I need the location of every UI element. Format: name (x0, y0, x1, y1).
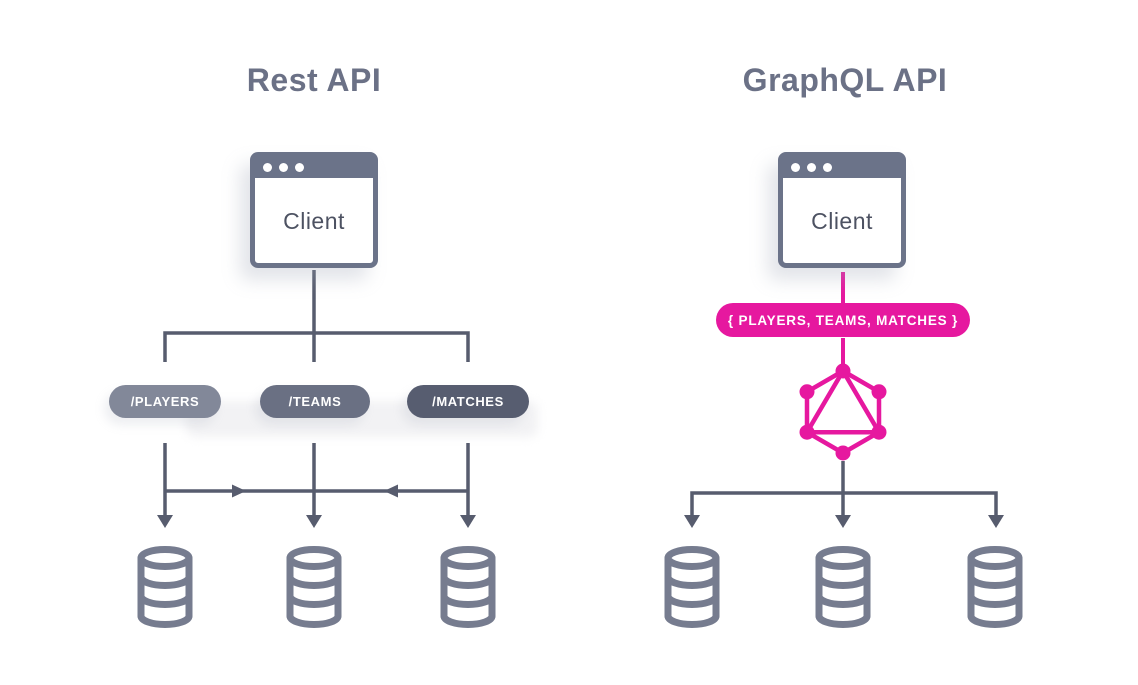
database-cylinder-icon (290, 550, 338, 625)
graphql-logo-icon (799, 363, 887, 461)
database-row (141, 550, 1019, 625)
database-cylinder-icon (819, 550, 867, 625)
graphql-connector-lines (690, 461, 998, 515)
window-dot-icon (807, 162, 816, 172)
endpoint-pill-players: /PLAYERS (109, 385, 221, 418)
window-titlebar (782, 156, 902, 178)
window-dot-icon (791, 162, 800, 172)
rest-arrowheads (157, 484, 476, 528)
database-cylinder-icon (668, 550, 716, 625)
rest-client-label: Client (283, 207, 345, 234)
graphql-query-pill: { PLAYERS, TEAMS, MATCHES } (716, 303, 970, 337)
window-titlebar (254, 156, 374, 178)
window-dot-icon (823, 162, 832, 172)
database-cylinder-icon (444, 550, 492, 625)
graphql-client-window: Client (778, 152, 906, 268)
rest-client-window: Client (250, 152, 378, 268)
database-cylinder-icon (971, 550, 1019, 625)
rest-api-title: Rest API (246, 62, 382, 98)
window-dot-icon (263, 162, 272, 172)
endpoint-pill-matches: /MATCHES (407, 385, 529, 418)
window-dot-icon (279, 162, 288, 172)
endpoint-pill-teams: /TEAMS (260, 385, 370, 418)
database-cylinder-icon (141, 550, 189, 625)
graphql-api-title: GraphQL API (742, 62, 948, 98)
window-dot-icon (295, 162, 304, 172)
graphql-arrowheads (684, 515, 1004, 528)
graphql-client-label: Client (811, 207, 873, 234)
